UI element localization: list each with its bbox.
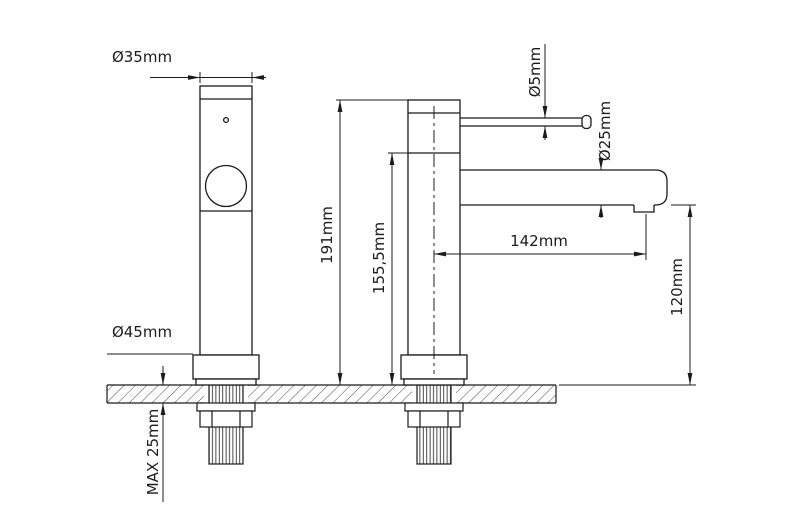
countertop-hatch xyxy=(107,385,556,403)
dim-label-spout-clearance: 120mm xyxy=(668,258,686,316)
dimensions: Ø35mm Ø45mm MAX 25mm 191mm 155,5mm xyxy=(107,44,696,502)
aerator xyxy=(633,205,655,213)
base-gasket xyxy=(195,378,257,386)
handle-ring xyxy=(204,164,248,208)
handle-lever-end-cap xyxy=(581,114,592,130)
faucet-side-view xyxy=(400,99,668,386)
dim-label-spout-diameter: Ø25mm xyxy=(596,101,614,161)
lever-end-dot xyxy=(222,116,230,124)
dim-lever-diameter: Ø5mm xyxy=(526,44,548,140)
dim-label-overall-height: 191mm xyxy=(318,206,336,264)
base-gasket xyxy=(403,378,465,386)
dim-max-thickness: MAX 25mm xyxy=(144,366,166,502)
dim-overall-height: 191mm xyxy=(318,99,408,385)
mounting-hardware-front xyxy=(196,384,256,465)
washer xyxy=(404,402,464,412)
dim-top-diameter: Ø35mm xyxy=(112,48,266,83)
lock-nut xyxy=(407,410,461,428)
dim-label-top-diameter: Ø35mm xyxy=(112,48,172,66)
dim-spout-reach: 142mm xyxy=(434,214,647,260)
washer xyxy=(196,402,256,412)
dim-spout-clearance: 120mm xyxy=(559,204,696,386)
spout-outline xyxy=(460,169,668,206)
dim-label-lever-diameter: Ø5mm xyxy=(526,47,544,98)
dim-spout-diameter: Ø25mm xyxy=(596,101,614,218)
countertop xyxy=(106,384,557,404)
mounting-hardware-side xyxy=(404,384,464,465)
faucet-front-view xyxy=(192,85,260,386)
dim-label-base-diameter: Ø45mm xyxy=(112,323,172,341)
dim-base-diameter: Ø45mm xyxy=(107,323,193,355)
faucet-body-front xyxy=(199,85,253,356)
base-flange xyxy=(192,354,260,380)
lock-nut xyxy=(199,410,253,428)
dim-label-max-thickness: MAX 25mm xyxy=(144,409,162,496)
dim-body-height: 155,5mm xyxy=(370,152,408,385)
dim-label-spout-reach: 142mm xyxy=(510,232,568,250)
dim-label-body-height: 155,5mm xyxy=(370,222,388,294)
